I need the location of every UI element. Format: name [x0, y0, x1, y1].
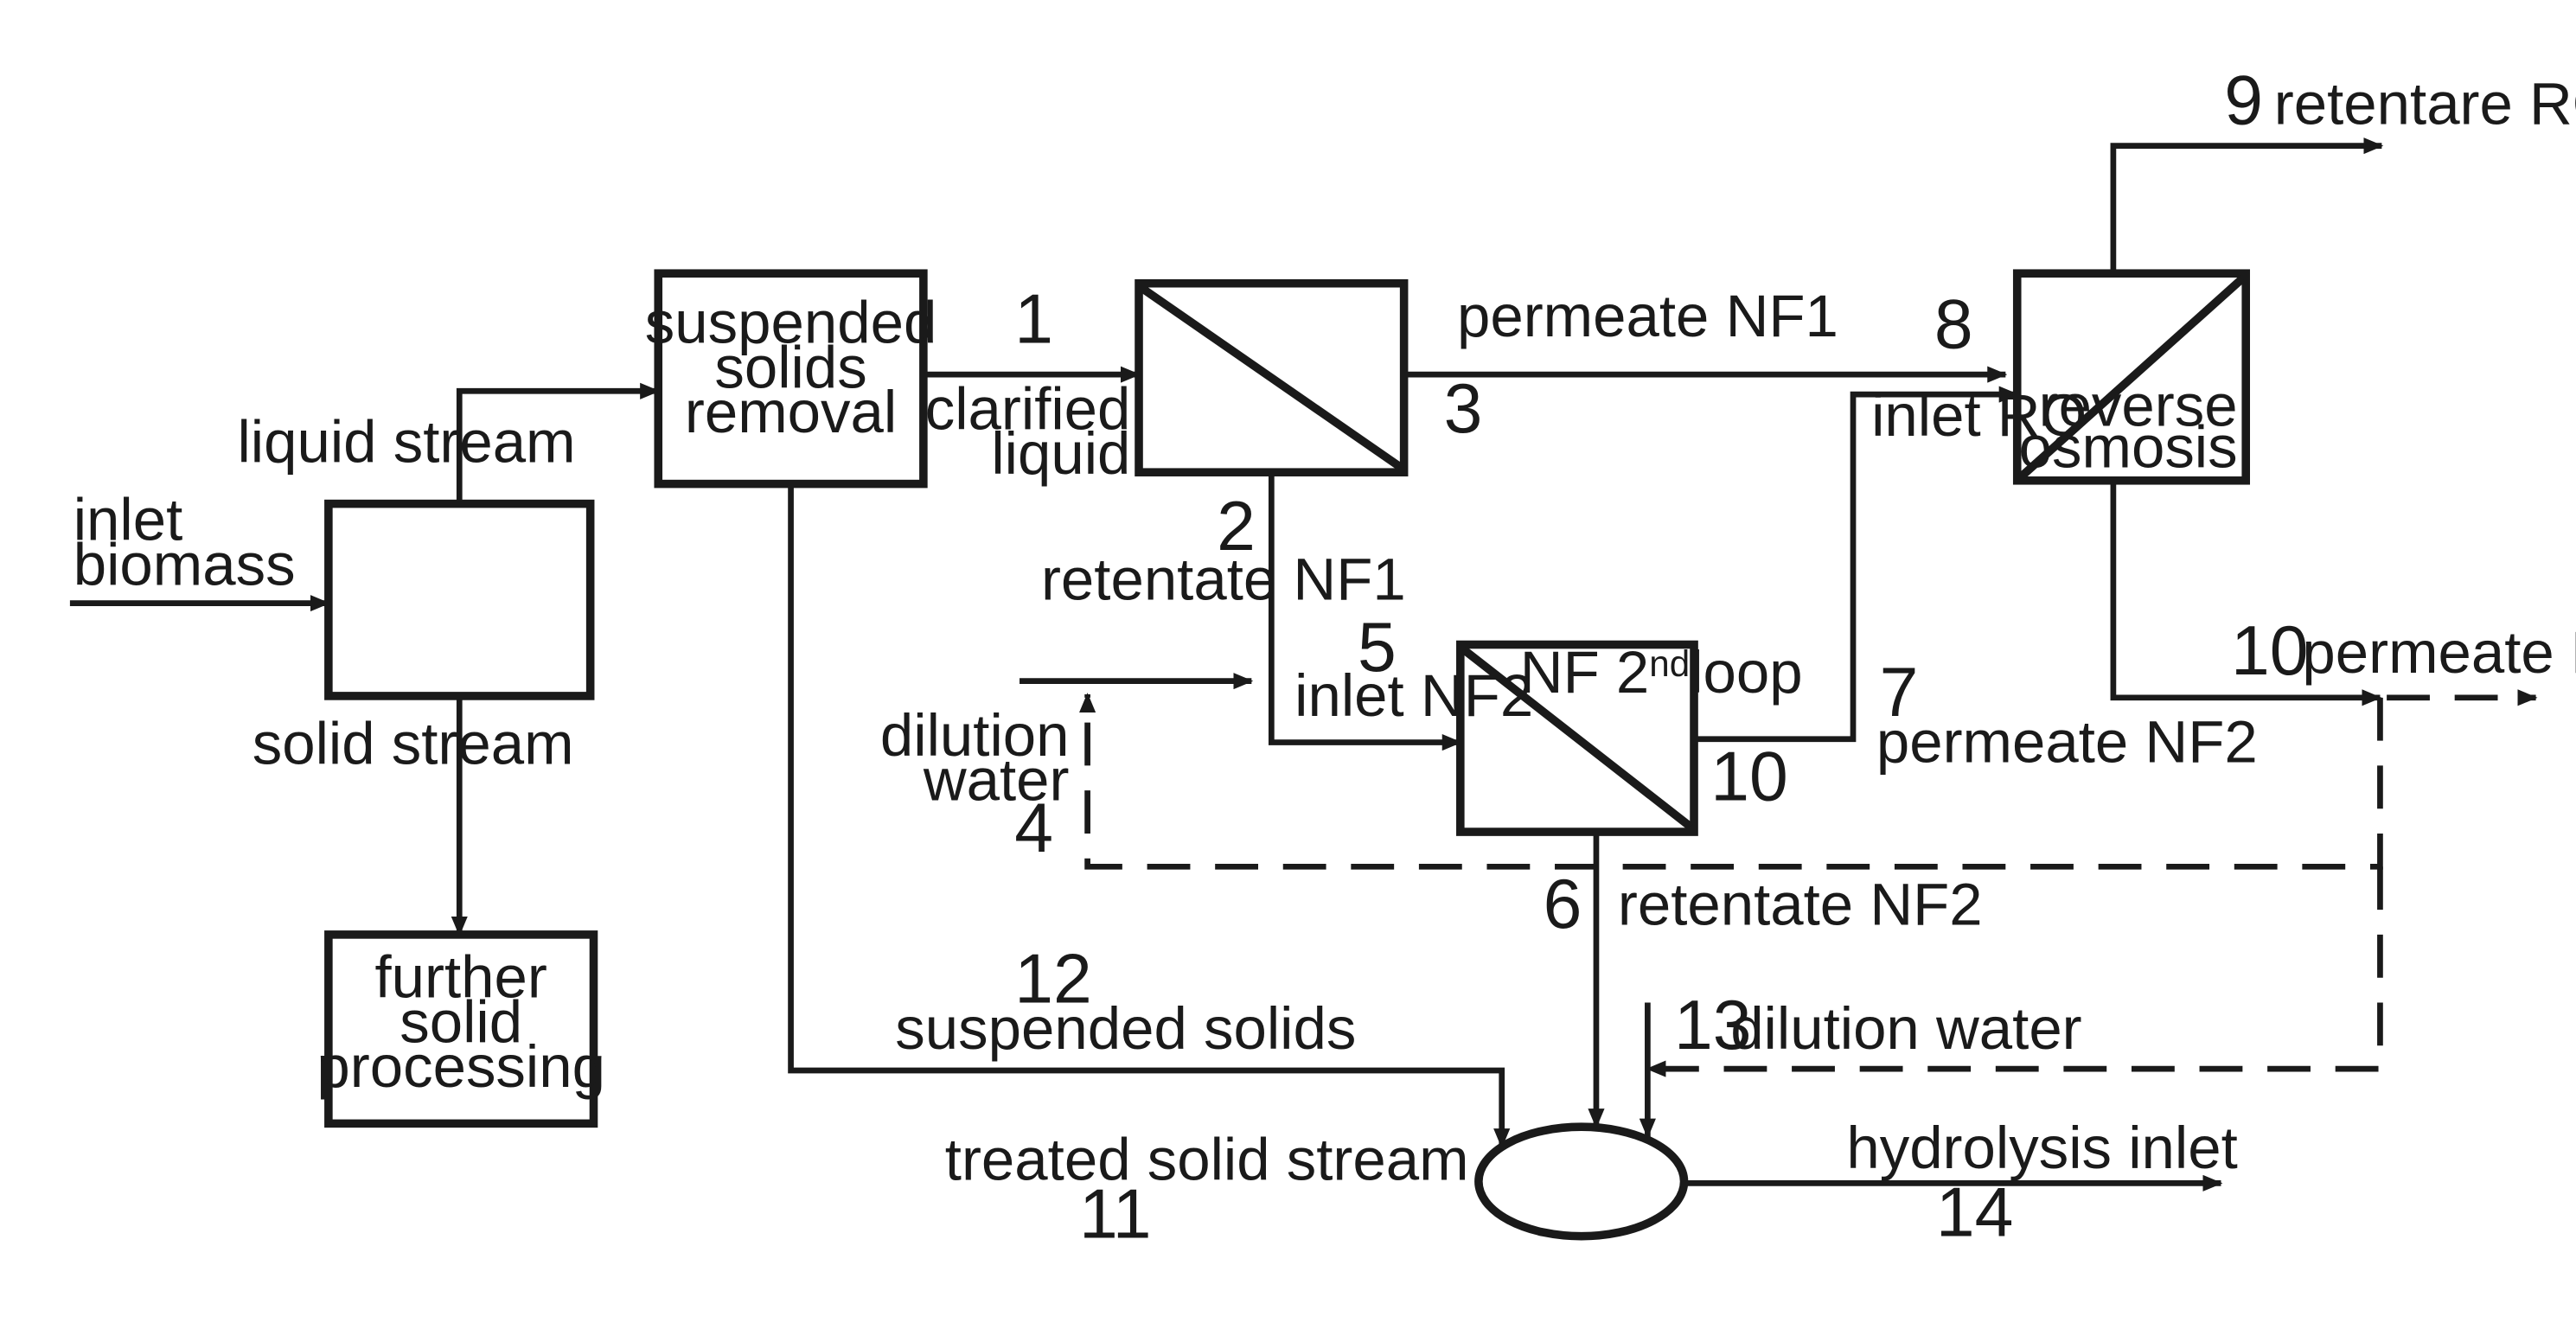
stream-6-number: 6	[1544, 866, 1582, 943]
clarified-liquid-label-line2: liquid	[991, 420, 1130, 487]
stream-4-number: 4	[1014, 789, 1053, 867]
permeate-nf2-label: permeate NF2	[1876, 709, 2258, 776]
inlet-ro-label: inlet RO	[1871, 382, 2087, 449]
stream-8-number: 8	[1934, 285, 1973, 363]
treated-solid-stream-label: treated solid stream	[945, 1127, 1469, 1193]
stream-1-number: 1	[1014, 281, 1053, 359]
retentate-ro-label: retentare RO	[2274, 71, 2576, 137]
liquid-stream-label: liquid stream	[237, 409, 575, 476]
mixing-vessel	[1479, 1127, 1684, 1236]
retentate-nf1-label: retentate NF1	[1041, 546, 1406, 613]
hydrolysis-inlet-label: hydrolysis inlet	[1846, 1115, 2237, 1181]
suspended-solids-label: suspended solids	[895, 995, 1356, 1062]
further-solid-processing-line3: processing	[316, 1033, 605, 1100]
stream-14-number: 14	[1936, 1174, 2014, 1252]
permeate-ro-label: permeate RO	[2302, 619, 2576, 686]
stream-11-number: 11	[1079, 1176, 1152, 1254]
dilution-water-13-label: dilution water	[1730, 995, 2081, 1062]
suspended-solids-removal-unit: suspended solids removal	[645, 273, 937, 483]
unit-1	[329, 504, 591, 696]
inlet-nf2-label: inlet NF2	[1294, 662, 1533, 729]
solid-stream-label: solid stream	[252, 710, 574, 776]
reverse-osmosis-unit: reverse osmosis	[2017, 273, 2246, 481]
suspended-solids-removal-line3: removal	[685, 379, 897, 445]
retentate-nf2-label: retentate NF2	[1618, 871, 1983, 937]
stream-10-ro-number: 10	[2231, 612, 2309, 690]
stream-9-number: 9	[2224, 62, 2263, 140]
stream-3-number: 3	[1444, 370, 1483, 448]
inlet-biomass-label-line2: biomass	[74, 532, 296, 598]
retentate-ro-arrow	[2113, 146, 2381, 274]
nf1-membrane-unit	[1139, 284, 1404, 472]
separation-unit-box	[329, 504, 591, 696]
stream-10-nf2-number: 10	[1710, 738, 1788, 816]
permeate-nf1-label: permeate NF1	[1457, 283, 1838, 349]
further-solid-processing-unit: further solid processing	[316, 935, 605, 1123]
